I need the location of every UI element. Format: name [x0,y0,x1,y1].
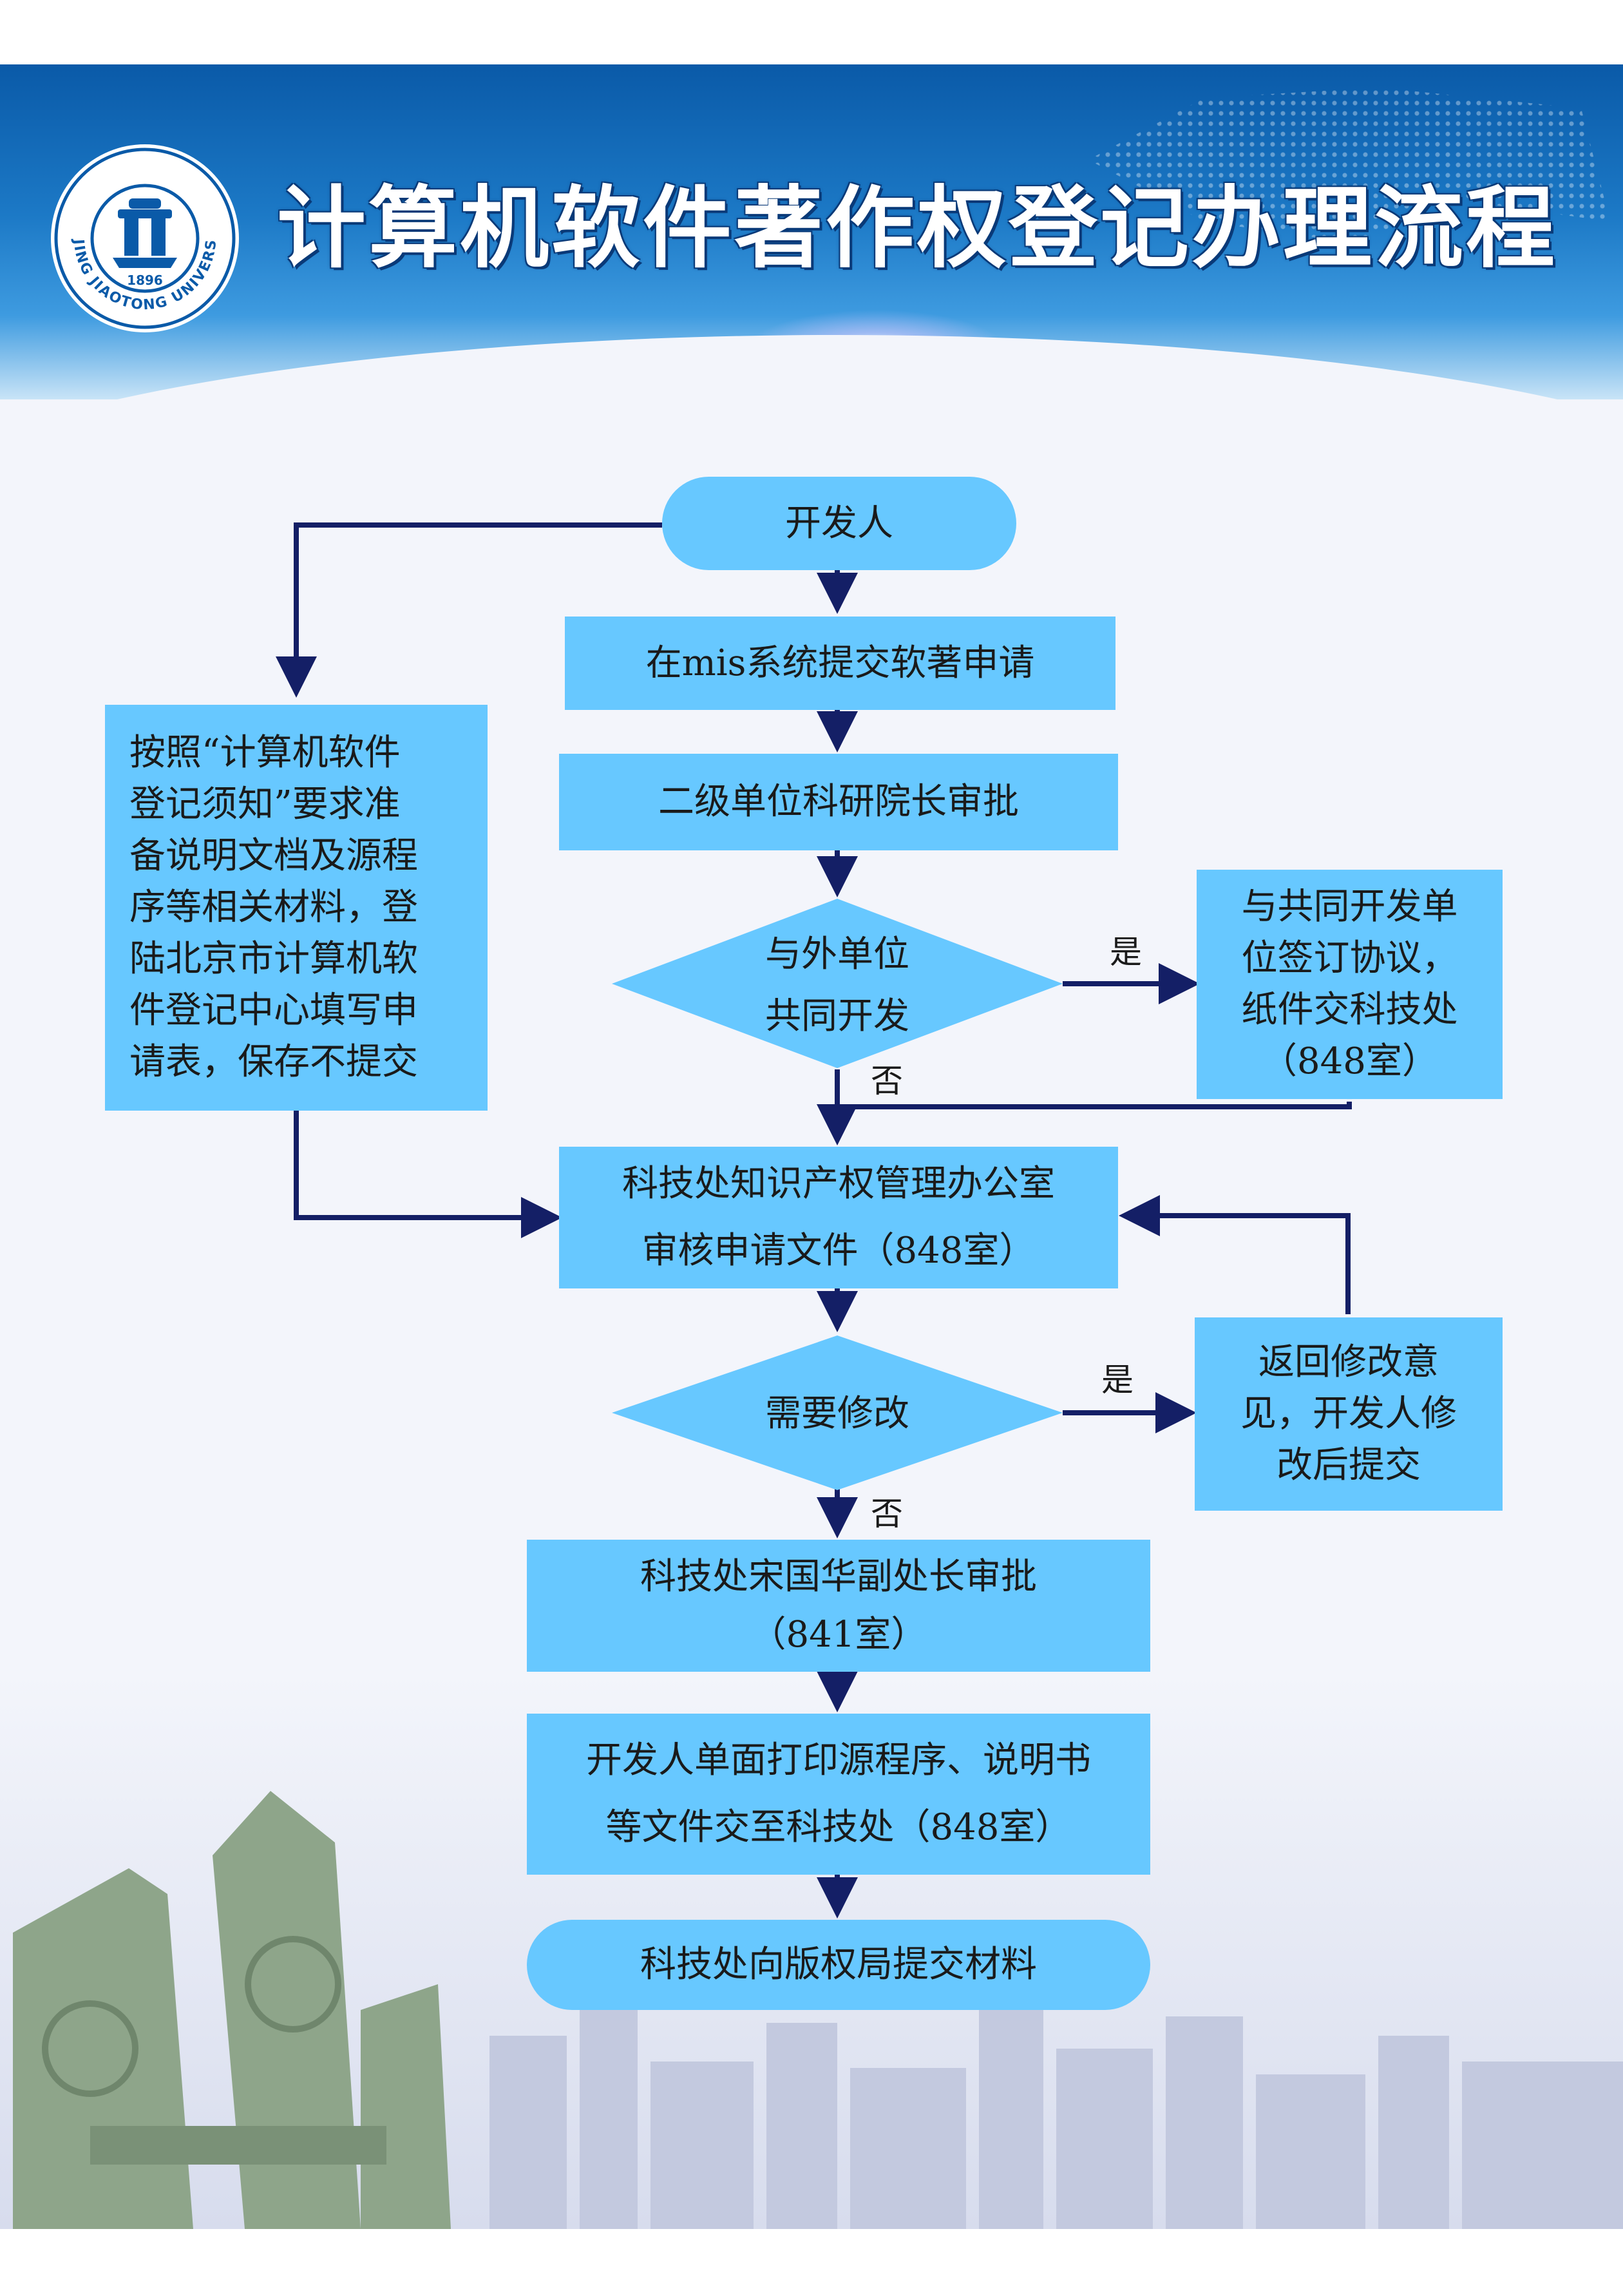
step-ip-office-review-line2: 审核申请文件（848室） [641,1230,1036,1272]
step-dean-approval: 二级单位科研院长审批 [559,754,1118,850]
step-ip-office-review-line1: 科技处知识产权管理办公室 [622,1163,1055,1205]
decision-node-revise-diamond [612,1335,1063,1490]
step-ip-office-review: 科技处知识产权管理办公室 审核申请文件（848室） [559,1147,1118,1288]
decision-node-partner-diamond [612,899,1063,1068]
decision-partner-line2: 共同开发 [765,995,909,1037]
decision-partner-text: 与外单位 共同开发 [708,928,966,1044]
step-submit-mis-label: 在mis系统提交软著申请 [645,642,1035,684]
decision-revise-text: 需要修改 [708,1385,966,1443]
side-note-line: 登记须知”要求准 [129,783,401,825]
step-print-documents-line2: 等文件交至科技处（848室） [605,1806,1072,1848]
seal-year: 1896 [127,273,163,288]
university-seal-logo: BEIJING JIAOTONG UNIVERSITY 1896 [48,142,239,332]
decision-partner-line1: 与外单位 [765,933,909,975]
step-print-documents-line1: 开发人单面打印源程序、说明书 [586,1739,1091,1781]
step-sign-agreement: 与共同开发单 位签订协议， 纸件交科技处 （848室） [1197,870,1503,1099]
step-revise-line3: 改后提交 [1277,1444,1421,1486]
step-revise-line1: 返回修改意 [1258,1341,1439,1383]
arrow-sidenote-to-review [294,1108,562,1238]
side-note-line: 序等相关材料，登 [129,886,418,928]
step-submit-mis: 在mis系统提交软著申请 [565,617,1115,710]
end-node-submit-copyright: 科技处向版权局提交材料 [527,1920,1150,2010]
decision-revise-label: 需要修改 [765,1393,909,1435]
arrow-start-to-sidenote [276,522,662,698]
step-print-documents: 开发人单面打印源程序、说明书 等文件交至科技处（848室） [527,1714,1150,1875]
no-label-revise: 否 [871,1495,903,1533]
arrow-revise-to-review [1119,1195,1351,1314]
step-vice-director-approval: 科技处宋国华副处长审批 （841室） [527,1540,1150,1672]
yes-label-revise: 是 [1101,1361,1134,1399]
step-revise-resubmit: 返回修改意 见，开发人修 改后提交 [1195,1317,1503,1511]
step-dean-approval-label: 二级单位科研院长审批 [658,781,1019,823]
step-revise-line2: 见，开发人修 [1240,1393,1457,1435]
step-sign-agreement-line1: 与共同开发单 [1241,886,1458,928]
side-note-line: 件登记中心填写申 [129,990,418,1031]
step-vice-director-line2: （841室） [750,1613,927,1656]
start-node-label: 开发人 [785,502,893,544]
side-note-line: 请表，保存不提交 [129,1041,418,1083]
step-sign-agreement-line2: 位签订协议， [1241,937,1458,979]
start-node-developer: 开发人 [662,477,1016,570]
line-agreement-join [837,1102,1352,1109]
step-vice-director-line1: 科技处宋国华副处长审批 [640,1555,1037,1598]
seal-emblem-icon [113,198,177,268]
side-note-prepare-materials: 按照“计算机软件 登记须知”要求准 备说明文档及源程 序等相关材料，登 陆北京市… [105,705,488,1111]
side-note-line: 备说明文档及源程 [129,835,418,877]
no-label-partner: 否 [871,1062,903,1100]
side-note-line: 陆北京市计算机软 [129,938,418,980]
step-sign-agreement-line3: 纸件交科技处 [1241,989,1458,1031]
step-sign-agreement-line4: （848室） [1261,1040,1438,1082]
side-note-line: 按照“计算机软件 [129,732,401,774]
page-title: 计算机软件著作权登记办理流程 [277,177,1558,280]
end-node-label: 科技处向版权局提交材料 [640,1944,1037,1985]
yes-label-partner: 是 [1110,933,1142,971]
